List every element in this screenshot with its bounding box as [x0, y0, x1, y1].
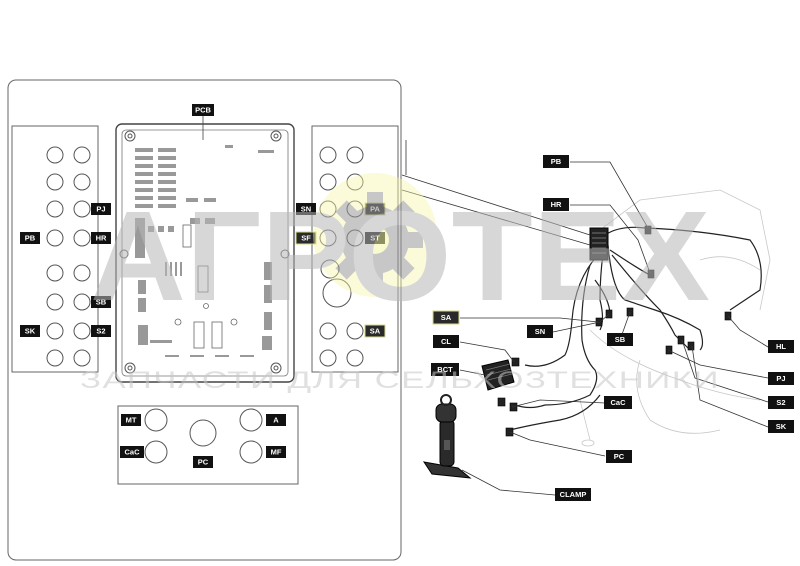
- harness-label-clamp: CLAMP: [555, 488, 591, 501]
- svg-text:MF: MF: [271, 448, 282, 457]
- svg-text:PC: PC: [614, 452, 625, 461]
- svg-text:CLAMP: CLAMP: [560, 490, 587, 499]
- svg-text:CaC: CaC: [610, 398, 626, 407]
- svg-text:S2: S2: [776, 398, 785, 407]
- bottom-label-mf: MF: [266, 446, 286, 458]
- harness-label-sn: SN: [527, 325, 553, 338]
- svg-text:SB: SB: [96, 298, 107, 307]
- harness-label-s2: S2: [768, 396, 794, 409]
- left-label-hr: HR: [91, 232, 111, 244]
- svg-text:PB: PB: [551, 157, 562, 166]
- bottom-label-a: A: [266, 414, 286, 426]
- watermark-tagline: ЗАПЧАСТИ ДЛЯ СЕЛЬХОЗТЕХНИКИ: [80, 367, 720, 394]
- harness-label-sk: SK: [768, 420, 794, 433]
- control-box-outline: [7, 79, 402, 561]
- svg-text:CaC: CaC: [124, 448, 140, 457]
- svg-text:SK: SK: [25, 327, 36, 336]
- svg-text:PB: PB: [25, 234, 36, 243]
- left-label-pb: PB: [20, 232, 40, 244]
- svg-text:SN: SN: [301, 205, 311, 214]
- right-label-sn: SN: [296, 203, 316, 215]
- svg-text:PC: PC: [198, 458, 209, 467]
- left-label-s2: S2: [91, 325, 111, 337]
- svg-text:HR: HR: [96, 234, 107, 243]
- watermark: АГРОТЕХ ЗАПЧАСТИ ДЛЯ СЕЛЬХОЗТЕХНИКИ: [80, 173, 720, 394]
- harness-label-pj: PJ: [768, 372, 794, 385]
- pcb-board: PCB: [115, 104, 295, 383]
- clamp-mount: [422, 394, 472, 479]
- svg-text:SK: SK: [776, 422, 787, 431]
- left-label-sb: SB: [91, 296, 111, 308]
- harness-label-pb: PB: [543, 155, 569, 168]
- main-connector-block: [589, 227, 609, 261]
- harness-label-bct: BCT: [431, 363, 459, 376]
- machine-outline: [579, 189, 771, 447]
- svg-text:MT: MT: [126, 416, 137, 425]
- watermark-brand: АГРОТЕХ: [90, 185, 710, 328]
- svg-text:PJ: PJ: [96, 205, 105, 214]
- svg-text:SF: SF: [301, 234, 311, 243]
- left-label-pj: PJ: [91, 203, 111, 215]
- svg-text:BCT: BCT: [437, 365, 453, 374]
- watermark-gear-icon: [327, 192, 423, 288]
- svg-text:CL: CL: [441, 337, 451, 346]
- pcb-label: PCB: [192, 104, 214, 116]
- svg-text:HL: HL: [776, 342, 786, 351]
- harness-label-cl: CL: [433, 335, 459, 348]
- svg-text:PJ: PJ: [776, 374, 785, 383]
- bct-module: [481, 359, 515, 391]
- svg-text:A: A: [273, 416, 279, 425]
- left-connector-panel: PJ PB HR SB SK S2: [11, 125, 111, 373]
- bottom-label-cac: CaC: [120, 446, 144, 458]
- harness-label-sb: SB: [607, 333, 633, 346]
- bottom-connector-panel: MT A CaC PC MF: [117, 405, 299, 485]
- svg-text:SA: SA: [441, 313, 452, 322]
- harness-label-hr: HR: [543, 198, 569, 211]
- svg-text:SB: SB: [615, 335, 626, 344]
- right-label-sa: SA: [364, 324, 386, 338]
- bottom-label-pc: PC: [193, 456, 213, 468]
- right-label-sf: SF: [295, 231, 317, 245]
- left-label-sk: SK: [20, 325, 40, 337]
- harness-label-hl: HL: [768, 340, 794, 353]
- svg-text:S2: S2: [96, 327, 105, 336]
- svg-text:HR: HR: [551, 200, 562, 209]
- harness-label-sa: SA: [432, 310, 460, 325]
- svg-text:SA: SA: [370, 327, 381, 336]
- svg-text:SN: SN: [535, 327, 545, 336]
- harness-label-pc: PC: [606, 450, 632, 463]
- leader-lines: [401, 140, 769, 496]
- svg-text:PCB: PCB: [195, 106, 211, 115]
- bottom-label-mt: MT: [121, 414, 141, 426]
- harness-label-cac: CaC: [604, 396, 632, 409]
